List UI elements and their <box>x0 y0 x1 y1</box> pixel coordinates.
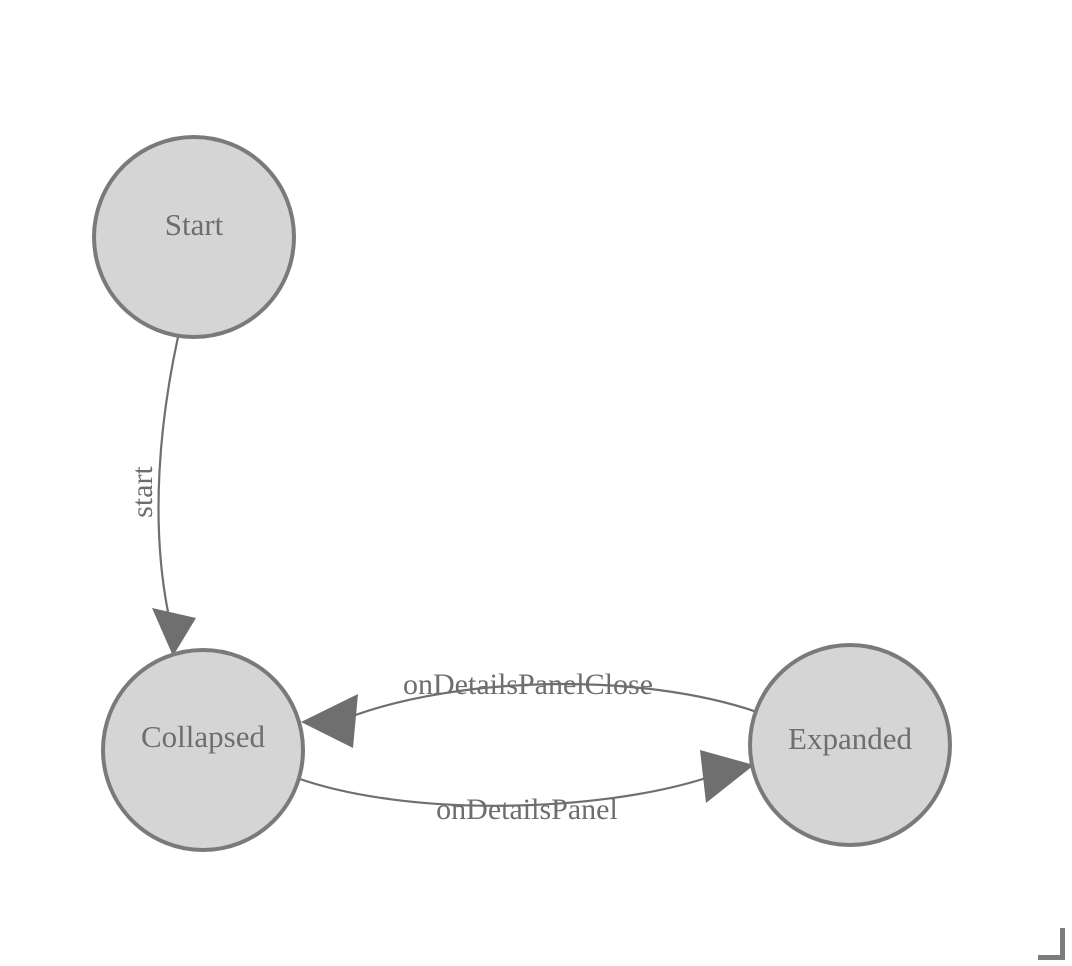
state-node-expanded[interactable]: Expanded <box>748 643 952 847</box>
edge-label-on-details-panel: onDetailsPanel <box>436 793 618 826</box>
arrowhead-left-icon <box>301 694 358 748</box>
canvas-corner-mark <box>1038 928 1065 960</box>
edge-expanded-to-collapsed-path <box>349 682 758 719</box>
edge-label-on-details-panel-close: onDetailsPanelClose <box>403 668 653 701</box>
arrowhead-down-icon <box>152 608 196 656</box>
arrowhead-right-icon <box>700 750 754 803</box>
edge-collapsed-to-expanded-path <box>296 776 707 807</box>
state-node-expanded-circle[interactable] <box>748 643 952 847</box>
edge-start-to-collapsed-path <box>157 336 180 613</box>
state-node-collapsed-circle[interactable] <box>101 648 305 852</box>
state-node-start-label: Start <box>165 207 224 242</box>
edge-start-to-collapsed[interactable]: start <box>126 336 196 656</box>
state-node-start-circle[interactable] <box>92 135 296 339</box>
state-node-start[interactable]: Start <box>92 135 296 339</box>
state-node-collapsed[interactable]: Collapsed <box>101 648 305 852</box>
edge-label-start: start <box>126 466 159 518</box>
state-node-collapsed-label: Collapsed <box>141 719 265 754</box>
state-node-expanded-label: Expanded <box>788 721 912 756</box>
edge-collapsed-to-expanded[interactable]: onDetailsPanel <box>296 750 754 826</box>
edge-expanded-to-collapsed[interactable]: onDetailsPanelClose <box>301 668 758 748</box>
